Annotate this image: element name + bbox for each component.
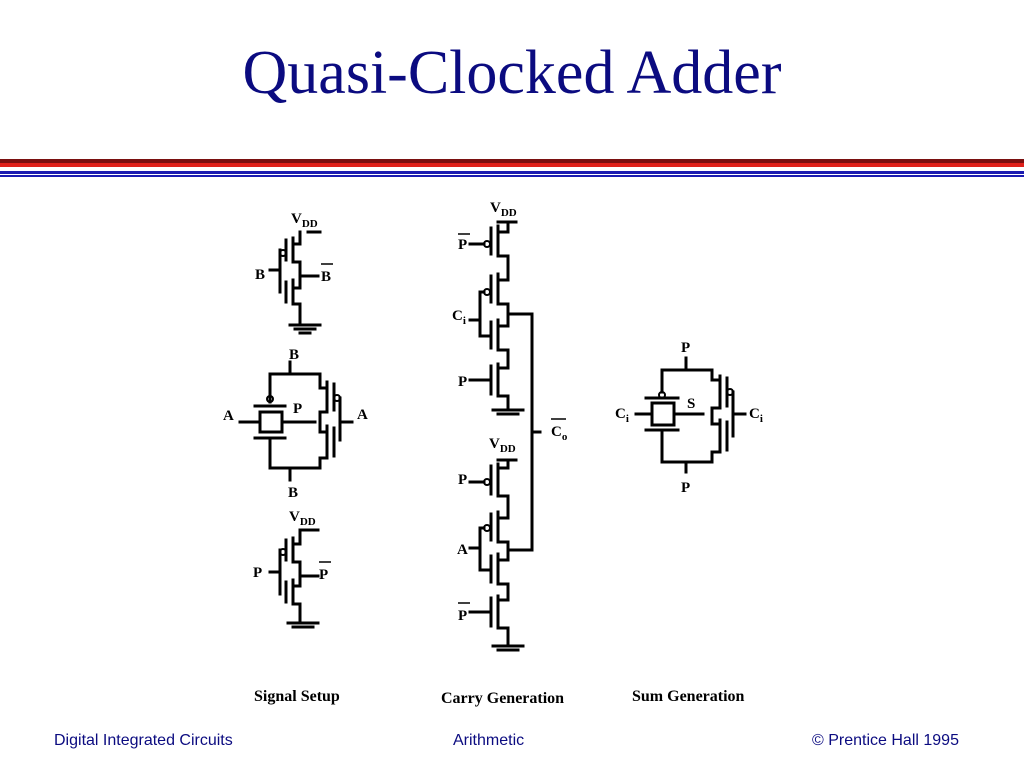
co-bar-label: Co: [551, 424, 568, 443]
footer-center: Arithmetic: [453, 732, 525, 749]
pass-gate-cell: [238, 360, 354, 482]
carry-generation-caption: Carry Generation: [441, 690, 564, 707]
b-bar-label: B: [321, 269, 331, 285]
p-bar-label: P: [319, 567, 328, 583]
ci-label-3: Ci: [749, 406, 763, 425]
slide-title: Quasi-Clocked Adder: [242, 39, 782, 107]
signal-setup-caption: Signal Setup: [254, 688, 340, 705]
p-label-3: P: [458, 472, 467, 488]
s-label: S: [687, 396, 695, 412]
p-label-in: P: [253, 565, 262, 581]
b-label: B: [255, 267, 265, 283]
p-bar-label-3: P: [458, 608, 467, 624]
b-label-top: B: [289, 347, 299, 363]
vdd-label-3: VDD: [490, 200, 517, 219]
p-label-mid: P: [293, 401, 302, 417]
a-label-right: A: [357, 407, 368, 423]
inverter-p: [268, 528, 320, 629]
ci-label-1: Ci: [452, 308, 466, 327]
title-rule-blue-1: [0, 171, 1024, 174]
b-label-bottom: B: [288, 485, 298, 501]
a-label-left: A: [223, 408, 234, 424]
sum-generation-caption: Sum Generation: [632, 688, 745, 705]
footer-right: © Prentice Hall 1995: [812, 732, 959, 749]
p-label-sum-top: P: [681, 340, 690, 356]
title-rule-red: [0, 163, 1024, 167]
carry-stack-top: [468, 220, 542, 552]
vdd-label-1: VDD: [291, 211, 318, 230]
p-bar-label-2: P: [458, 237, 467, 253]
inverter-b: [268, 230, 322, 335]
p-label-sum-bottom: P: [681, 480, 690, 496]
title-rule-dark-red: [0, 159, 1024, 163]
vdd-label-2: VDD: [289, 509, 316, 528]
vdd-label-4: VDD: [489, 436, 516, 455]
title-rule-blue-2: [0, 175, 1024, 177]
ci-label-2: Ci: [615, 406, 629, 425]
sum-gen-cell: [634, 356, 747, 474]
p-label-2: P: [458, 374, 467, 390]
carry-stack-bottom: [468, 458, 534, 652]
a-label-carry: A: [457, 542, 468, 558]
footer-left: Digital Integrated Circuits: [54, 732, 233, 749]
